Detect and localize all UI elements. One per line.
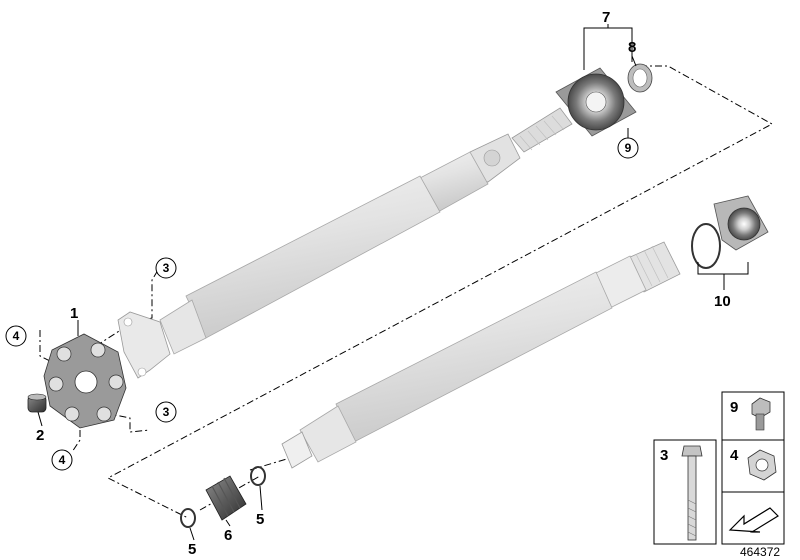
shaft-flange: [117, 311, 171, 379]
centering-sleeve: [27, 393, 47, 413]
svg-text:9: 9: [625, 141, 632, 155]
callout-6: 6: [224, 527, 232, 544]
callout-7: 7: [602, 9, 610, 26]
svg-text:3: 3: [163, 261, 170, 275]
circlip-left: [180, 508, 196, 528]
bolt-icon: [681, 445, 703, 541]
rear-propeller-shaft: [281, 241, 681, 469]
nut-with-washer-icon: [751, 397, 771, 431]
hex-nut-icon: [747, 449, 777, 481]
callout-leaders: [37, 24, 749, 541]
callout-labels: 1 2 5 6 5 7 8 10 3 3 4 4 9: [5, 9, 731, 558]
callout-4-lower: 4: [51, 449, 73, 471]
callout-10: 10: [714, 293, 731, 310]
legend-label-3: 3: [660, 447, 668, 464]
fastener-legend: [653, 391, 785, 545]
flex-disc: [43, 333, 127, 429]
center-bearing-assembly: [555, 67, 637, 137]
direction-arrow-icon: [728, 507, 779, 533]
callout-1: 1: [70, 305, 78, 322]
legend-label-4: 4: [730, 447, 739, 464]
legend-label-9: 9: [730, 399, 738, 416]
output-flange-assembly: [691, 195, 769, 269]
circlip-right: [250, 466, 266, 486]
svg-text:4: 4: [59, 453, 66, 467]
diagram-reference-number: 464372: [740, 545, 780, 559]
callout-2: 2: [36, 427, 44, 444]
svg-text:3: 3: [163, 405, 170, 419]
dust-seal-ring: [627, 63, 653, 93]
callout-8: 8: [628, 39, 636, 56]
shaft-spline: [511, 107, 573, 153]
callout-3-upper: 3: [155, 257, 177, 279]
callout-5-right: 5: [256, 511, 264, 528]
callout-5-left: 5: [188, 541, 196, 558]
front-propeller-shaft: [117, 107, 573, 379]
callout-3-lower: 3: [155, 401, 177, 423]
svg-text:4: 4: [13, 329, 20, 343]
rubber-boot: [205, 475, 247, 521]
callout-4-upper: 4: [5, 325, 27, 347]
callout-9: 9: [617, 137, 639, 159]
shaft-tube: [335, 271, 613, 443]
